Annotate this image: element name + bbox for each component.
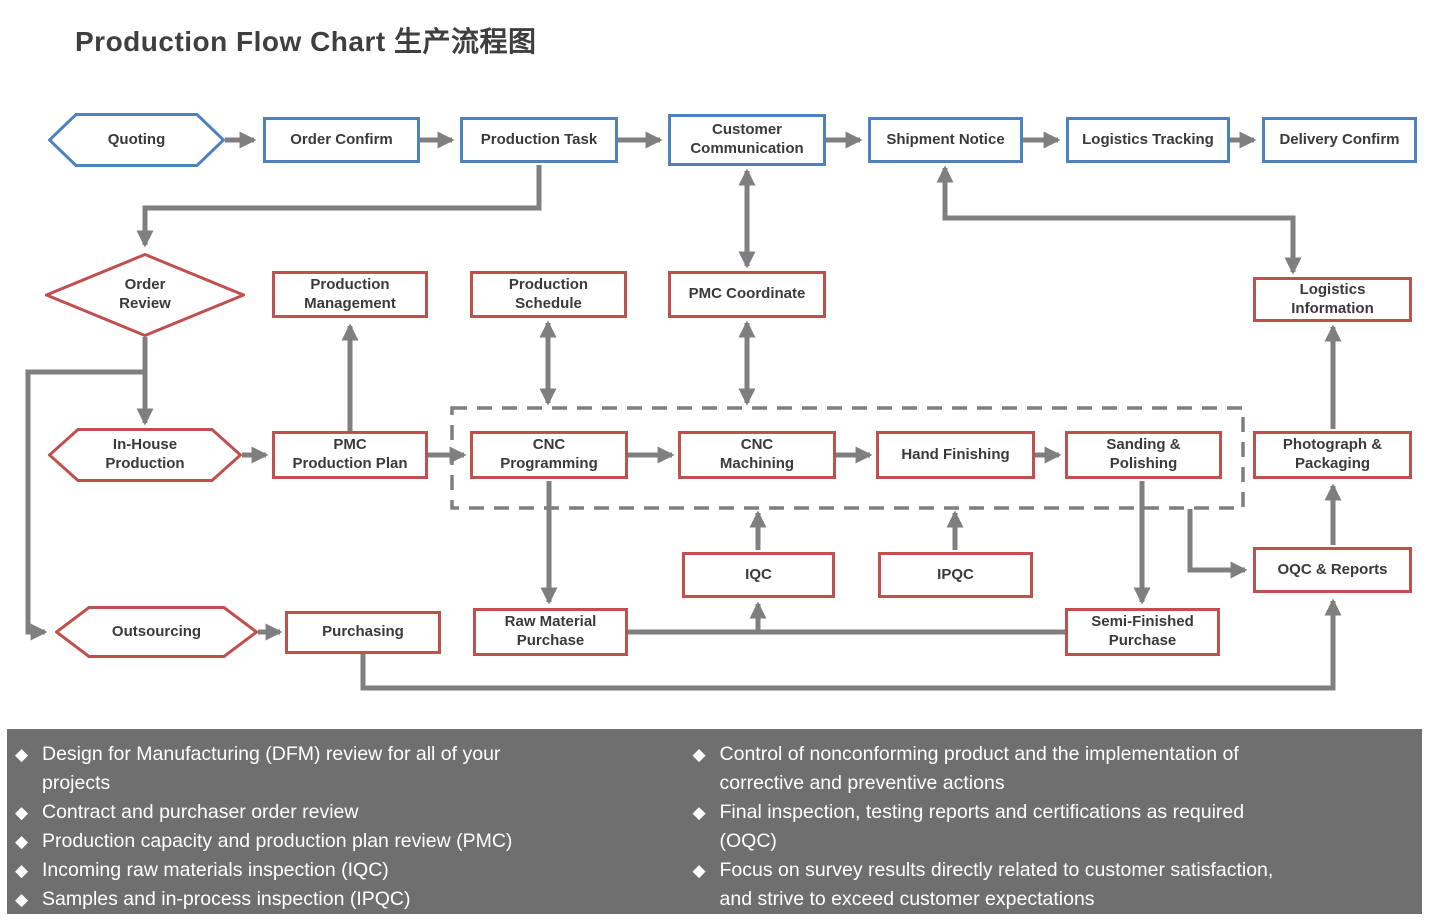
node-logistics-information: Logistics Information	[1253, 277, 1412, 322]
node-label: Raw Material Purchase	[504, 613, 597, 649]
note-item: ◆ Focus on survey results directly relate…	[693, 856, 1422, 914]
connector-orderreview-outsourcing	[25, 369, 145, 641]
notes-column-left: ◆ Design for Manufacturing (DFM) review f…	[7, 729, 685, 914]
node-delivery-confirm: Delivery Confirm	[1262, 117, 1417, 163]
diamond-bullet-icon: ◆	[15, 803, 29, 822]
node-label: In-House Production	[105, 436, 185, 472]
diamond-bullet-icon: ◆	[692, 861, 706, 880]
note-item: ◆ Design for Manufacturing (DFM) review f…	[15, 740, 685, 798]
node-quoting: Quoting	[48, 113, 225, 167]
note-text: Final inspection, testing reports and ce…	[719, 801, 1245, 852]
note-text: Samples and in-process inspection (IPQC)	[42, 888, 411, 910]
note-item: ◆ Samples and in-process inspection (IPQC…	[15, 885, 685, 914]
notes-panel: ◆ Design for Manufacturing (DFM) review f…	[7, 729, 1422, 914]
hexagon-shape	[48, 113, 225, 167]
node-label: Shipment Notice	[886, 130, 1005, 148]
node-label: IQC	[745, 565, 772, 583]
diamond-bullet-icon: ◆	[692, 745, 706, 764]
node-semi-finished-purchase: Semi-Finished Purchase	[1065, 608, 1220, 656]
node-iqc: IQC	[682, 552, 835, 598]
node-label: Production Management	[304, 275, 396, 312]
note-text: Control of nonconforming product and the…	[719, 743, 1239, 794]
node-outsourcing: Outsourcing	[55, 606, 258, 658]
flow-chart-canvas: Production Flow Chart 生产流程图	[25, 26, 1417, 691]
node-purchasing: Purchasing	[285, 611, 441, 654]
node-order-review: Order Review	[45, 253, 245, 337]
node-label: Production Task	[480, 130, 598, 148]
note-item: ◆ Incoming raw materials inspection (IQC)	[15, 856, 685, 885]
node-label: Logistics Information	[1291, 280, 1374, 317]
hexagon-shape	[55, 606, 258, 658]
node-label: Photograph & Packaging	[1282, 436, 1383, 472]
node-label: CNC Programming	[500, 436, 598, 472]
note-item: ◆ Control of nonconforming product and th…	[693, 740, 1422, 798]
diamond-bullet-icon: ◆	[15, 861, 29, 880]
node-label: Logistics Tracking	[1082, 130, 1214, 148]
node-cnc-machining: CNC Machining	[678, 431, 836, 479]
node-label: Delivery Confirm	[1279, 130, 1400, 148]
node-label: Semi-Finished Purchase	[1091, 613, 1194, 649]
node-label: Outsourcing	[111, 622, 202, 640]
node-ipqc: IPQC	[878, 552, 1033, 598]
connector-purchasing-oqc	[360, 598, 1342, 691]
node-label: PMC Production Plan	[292, 436, 408, 472]
node-label: Order Confirm	[290, 130, 393, 148]
node-raw-material-purchase: Raw Material Purchase	[473, 608, 628, 656]
note-text: Production capacity and production plan …	[42, 830, 513, 852]
node-logistics-tracking: Logistics Tracking	[1066, 117, 1230, 163]
diamond-bullet-icon: ◆	[692, 803, 706, 822]
node-label: Order Review	[119, 276, 171, 312]
node-pmc-production-plan: PMC Production Plan	[272, 431, 428, 479]
node-production-task: Production Task	[460, 117, 618, 163]
node-photograph-packaging: Photograph & Packaging	[1253, 431, 1412, 479]
node-sanding-polishing: Sanding & Polishing	[1065, 431, 1222, 479]
diamond-bullet-icon: ◆	[15, 832, 29, 851]
node-label: Production Schedule	[508, 275, 589, 312]
node-order-confirm: Order Confirm	[263, 117, 420, 163]
hexagon-shape	[48, 428, 242, 482]
diamond-bullet-icon: ◆	[15, 745, 29, 764]
note-text: Focus on survey results directly related…	[719, 859, 1274, 910]
page-title: Production Flow Chart 生产流程图	[75, 26, 537, 57]
node-cnc-programming: CNC Programming	[470, 431, 628, 479]
node-label: CNC Machining	[719, 436, 795, 472]
connector-dashedbox-oqc	[1187, 509, 1248, 579]
connector-productiontask-orderreview	[136, 165, 542, 248]
node-label: IPQC	[937, 565, 974, 583]
note-item: ◆ Final inspection, testing reports and c…	[693, 798, 1422, 856]
node-label: OQC & Reports	[1277, 560, 1388, 578]
diamond-bullet-icon: ◆	[15, 890, 29, 909]
connector-shipment-logisticsinfo	[936, 165, 1302, 275]
node-label: Sanding & Polishing	[1106, 436, 1181, 472]
node-production-schedule: Production Schedule	[470, 271, 627, 318]
node-oqc-reports: OQC & Reports	[1253, 547, 1412, 593]
node-label: Purchasing	[322, 623, 404, 641]
node-production-management: Production Management	[272, 271, 428, 318]
node-hand-finishing: Hand Finishing	[876, 431, 1035, 479]
note-text: Incoming raw materials inspection (IQC)	[42, 859, 389, 881]
note-text: Contract and purchaser order review	[42, 801, 359, 823]
notes-column-right: ◆ Control of nonconforming product and th…	[685, 729, 1422, 914]
node-label: PMC Coordinate	[688, 285, 806, 303]
node-shipment-notice: Shipment Notice	[868, 117, 1023, 163]
connector-layer	[25, 131, 1342, 691]
node-label: Hand Finishing	[901, 445, 1010, 463]
node-label: Quoting	[107, 130, 166, 148]
diamond-shape	[45, 253, 245, 337]
node-inhouse-production: In-House Production	[48, 428, 242, 482]
node-customer-communication: Customer Communication	[668, 114, 826, 166]
node-pmc-coordinate: PMC Coordinate	[668, 271, 826, 318]
note-text: Design for Manufacturing (DFM) review fo…	[42, 743, 501, 794]
note-item: ◆ Contract and purchaser order review	[15, 798, 685, 827]
node-label: Customer Communication	[690, 121, 804, 157]
note-item: ◆ Production capacity and production plan…	[15, 827, 685, 856]
